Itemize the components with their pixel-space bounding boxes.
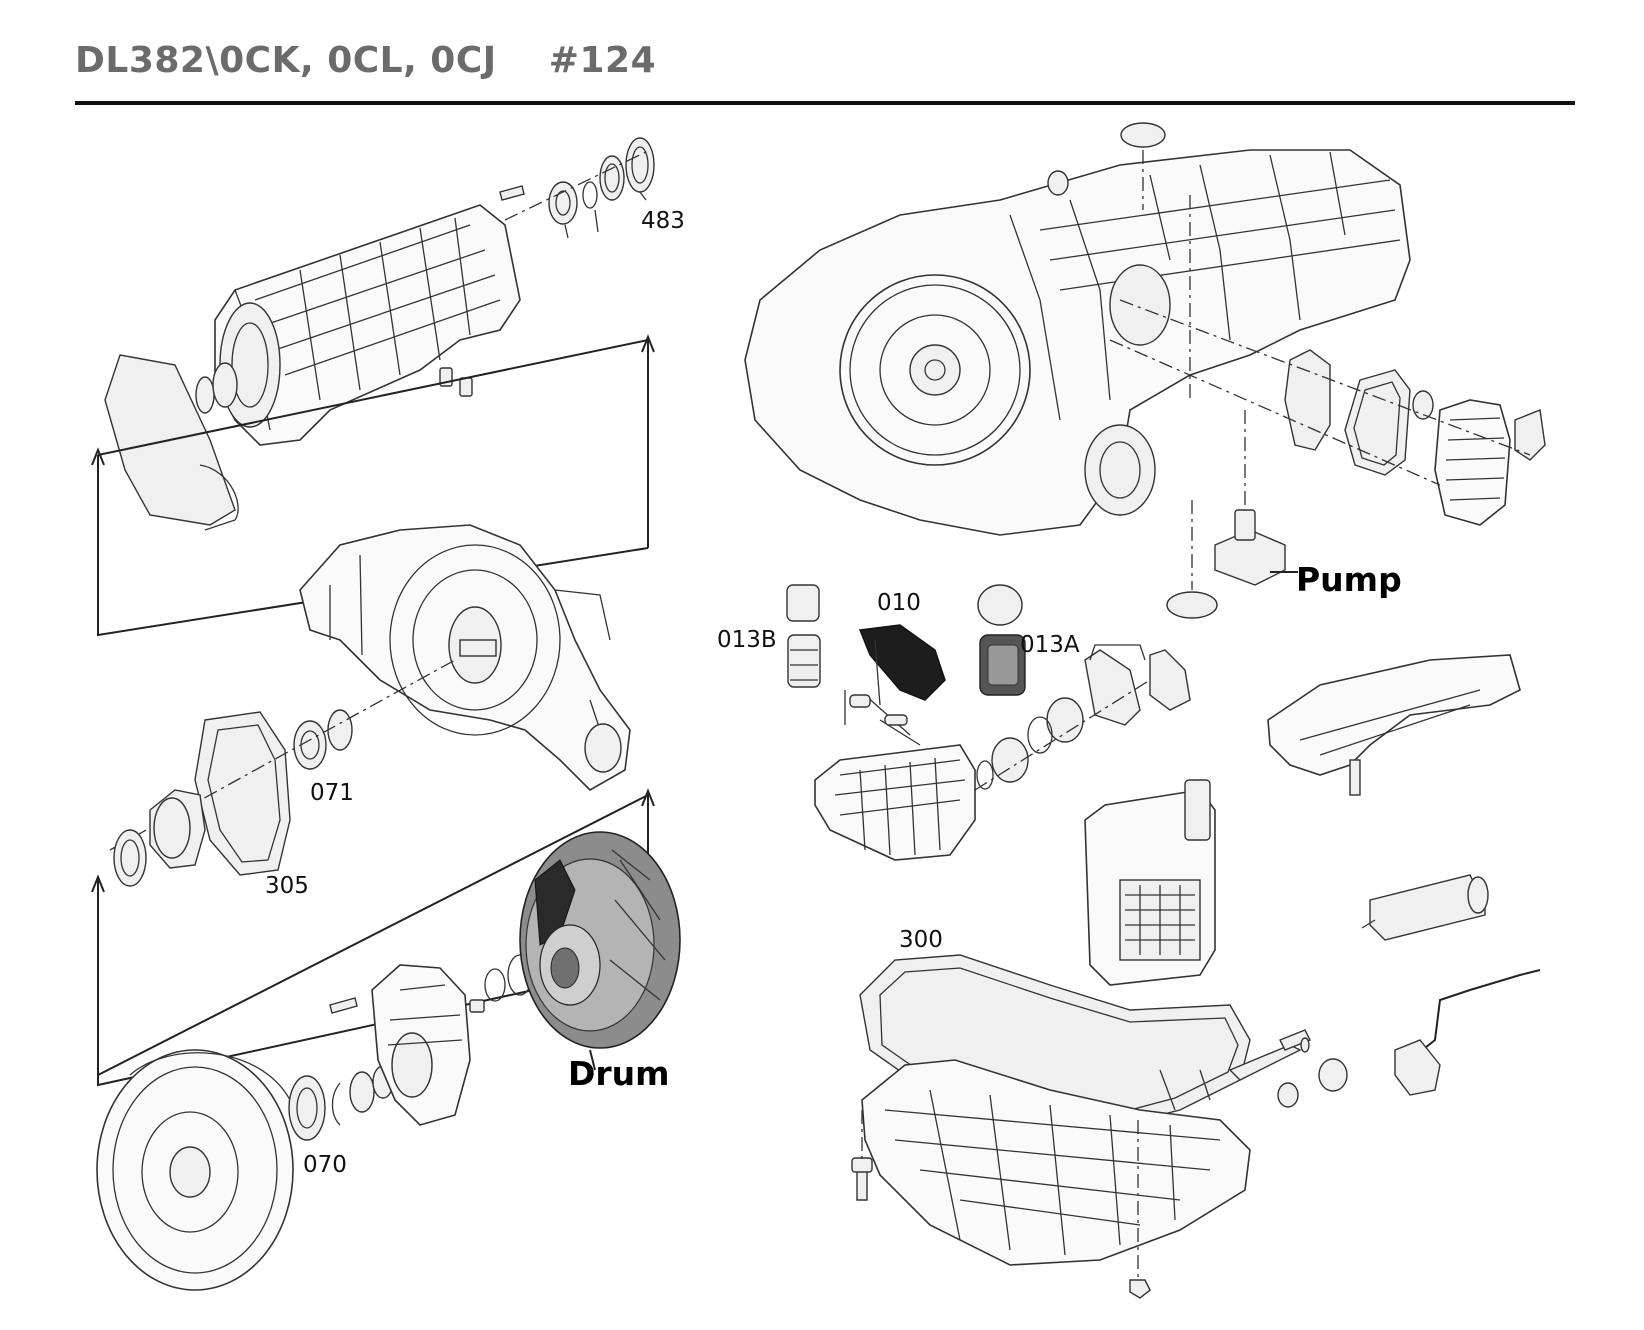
flywheel-group (96, 1049, 394, 1291)
sensor-wire (1409, 969, 1541, 1061)
mechatronic-frame (1267, 654, 1521, 776)
inline-filter (1369, 874, 1486, 941)
label-pump: Pump (1296, 560, 1402, 599)
label-070: 070 (303, 1152, 347, 1178)
label-010: 010 (877, 590, 921, 616)
page-title: DL382\0CK, 0CL, 0CJ #124 (75, 40, 657, 81)
label-013b: 013B (717, 627, 777, 653)
gasket-305 (194, 711, 291, 876)
seal-070 (288, 1075, 326, 1141)
transmission-assembly (744, 122, 1546, 619)
side-gasket (1344, 369, 1411, 476)
label-483: 483 (641, 208, 685, 234)
adapter-plate (1284, 349, 1331, 451)
label-071: 071 (310, 780, 354, 806)
part-labels: 483 071 305 070 010 013B 013A 300 Pump D… (265, 208, 1402, 1178)
bolt (329, 997, 358, 1014)
label-300: 300 (899, 927, 943, 953)
seal-483 (625, 137, 655, 193)
drum-group (519, 831, 681, 1071)
valve-body (814, 744, 976, 861)
cap (1120, 122, 1166, 148)
drain-tube (1228, 1044, 1302, 1081)
seal-ring (1166, 591, 1218, 619)
filter-013b (787, 634, 821, 688)
pump-cover-group (329, 954, 533, 1126)
right-misc-group (1084, 654, 1541, 1096)
title-rule (75, 101, 1575, 105)
sensor (1394, 1039, 1441, 1096)
gearbox-housing (214, 204, 521, 446)
label-drum: Drum (568, 1054, 670, 1093)
valve-body-group (786, 584, 1191, 861)
oil-pan-group (851, 954, 1348, 1299)
label-305: 305 (265, 873, 309, 899)
filter-cap-013b (786, 584, 820, 622)
drain-plug (1318, 1058, 1348, 1092)
gearbox-housing-group (104, 137, 655, 531)
seal-071 (293, 720, 327, 770)
bell-housing-group (109, 524, 631, 887)
seal-ring (548, 181, 578, 225)
filter-cap-013a (977, 584, 1023, 626)
plate-010 (859, 624, 946, 701)
label-013a: 013A (1020, 632, 1080, 658)
bolt (499, 185, 525, 201)
side-cover (1434, 399, 1511, 526)
